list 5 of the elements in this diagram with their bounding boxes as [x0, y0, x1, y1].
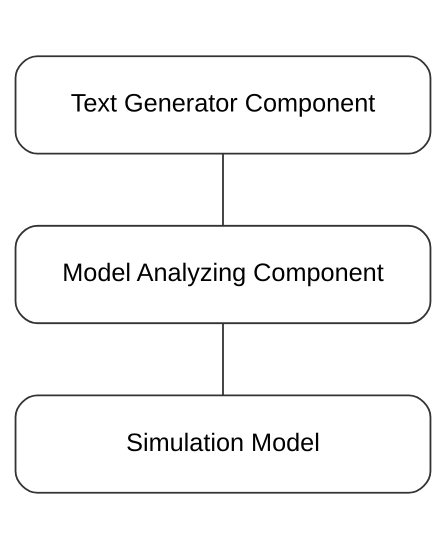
node-box: Text Generator Component	[14, 55, 432, 155]
connector	[222, 323, 224, 396]
node-box: Model Analyzing Component	[14, 224, 432, 324]
connector	[222, 154, 224, 226]
node-box: Simulation Model	[14, 394, 432, 494]
